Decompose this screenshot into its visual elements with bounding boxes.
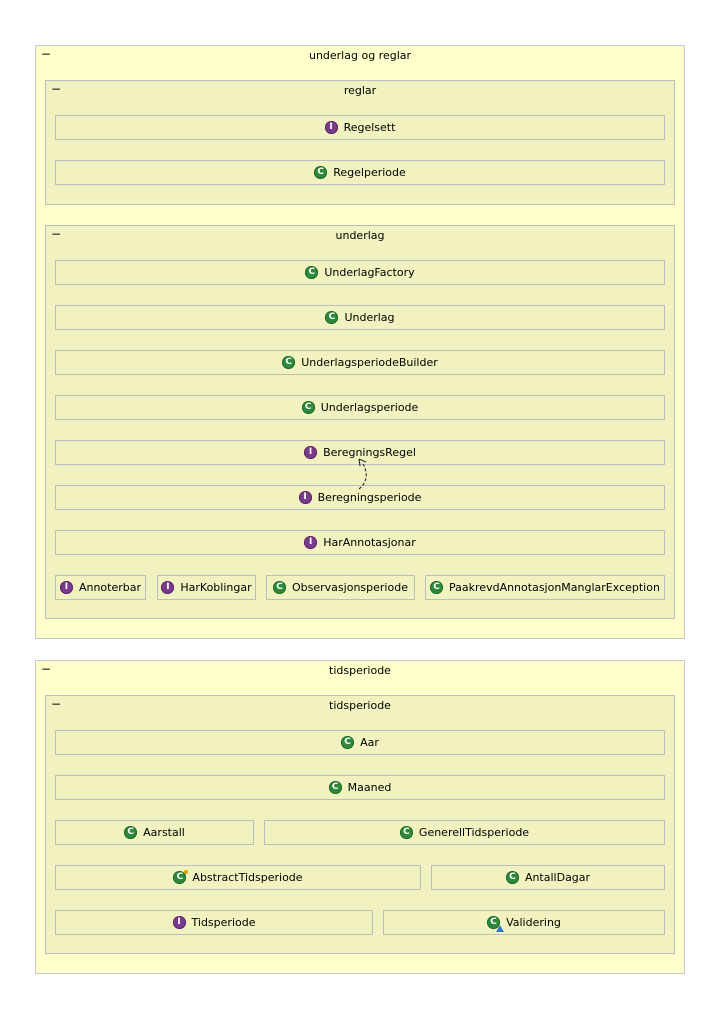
package-title: underlag og reglar xyxy=(308,49,412,62)
class-icon: C xyxy=(273,581,287,594)
class-node-observasjonsperiode[interactable]: C Observasjonsperiode xyxy=(266,575,415,600)
package-title: tidsperiode xyxy=(329,664,391,677)
interface-icon: I xyxy=(298,491,312,504)
class-name: Regelperiode xyxy=(333,166,406,179)
class-name: Tidsperiode xyxy=(191,916,256,929)
class-name: BeregningsRegel xyxy=(323,446,416,459)
package-title: underlag xyxy=(335,229,385,242)
class-node-underlagfactory[interactable]: C UnderlagFactory xyxy=(55,260,665,285)
static-marker-icon xyxy=(496,925,505,932)
collapse-toggle[interactable]: − xyxy=(51,227,62,241)
class-icon: C xyxy=(325,311,339,324)
class-node-validering[interactable]: C Validering xyxy=(383,910,665,935)
class-icon: C xyxy=(314,166,328,179)
class-name: AbstractTidsperiode xyxy=(192,871,303,884)
class-name: HarKoblingar xyxy=(180,581,252,594)
class-node-aarstall[interactable]: C Aarstall xyxy=(55,820,254,845)
interface-icon: I xyxy=(304,536,318,549)
interface-node-tidsperiode[interactable]: I Tidsperiode xyxy=(55,910,373,935)
collapse-toggle[interactable]: − xyxy=(51,82,62,96)
class-node-abstracttidsperiode[interactable]: C AbstractTidsperiode xyxy=(55,865,421,890)
class-name: AntallDagar xyxy=(524,871,591,884)
package-title: reglar xyxy=(343,84,377,97)
class-name: GenerellTidsperiode xyxy=(418,826,530,839)
package-title: tidsperiode xyxy=(329,699,391,712)
static-class-icon: C xyxy=(487,916,505,932)
package-reglar: − reglar xyxy=(45,80,675,205)
collapse-toggle[interactable]: − xyxy=(41,662,52,676)
interface-node-beregningsperiode[interactable]: I Beregningsperiode xyxy=(55,485,665,510)
interface-icon: I xyxy=(172,916,186,929)
collapse-toggle[interactable]: − xyxy=(41,47,52,61)
abstract-class-icon: C xyxy=(173,870,189,884)
class-name: Observasjonsperiode xyxy=(292,581,408,594)
class-icon: C xyxy=(305,266,319,279)
class-node-maaned[interactable]: C Maaned xyxy=(55,775,665,800)
class-name: Aarstall xyxy=(143,826,185,839)
collapse-toggle[interactable]: − xyxy=(51,697,62,711)
class-name: Underlag xyxy=(344,311,395,324)
interface-icon: I xyxy=(304,446,318,459)
class-icon: C xyxy=(505,871,519,884)
interface-node-annoterbar[interactable]: I Annoterbar xyxy=(55,575,146,600)
class-node-regelsett[interactable]: I Regelsett xyxy=(55,115,665,140)
class-name: Maaned xyxy=(347,781,392,794)
class-icon: C xyxy=(124,826,138,839)
class-icon: C xyxy=(430,581,444,594)
class-icon: C xyxy=(282,356,296,369)
class-name: Annoterbar xyxy=(78,581,142,594)
class-name: HarAnnotasjonar xyxy=(323,536,416,549)
interface-icon: I xyxy=(324,121,338,134)
class-name: UnderlagsperiodeBuilder xyxy=(301,356,438,369)
interface-icon: I xyxy=(59,581,73,594)
class-node-aar[interactable]: C Aar xyxy=(55,730,665,755)
class-name: Aar xyxy=(360,736,379,749)
class-icon: C xyxy=(341,736,355,749)
class-node-underlagsperiodebuilder[interactable]: C UnderlagsperiodeBuilder xyxy=(55,350,665,375)
class-name: PaakrevdAnnotasjonManglarException xyxy=(449,581,660,594)
class-icon: C xyxy=(399,826,413,839)
class-name: Beregningsperiode xyxy=(317,491,422,504)
class-name: UnderlagFactory xyxy=(324,266,415,279)
class-node-antalldagar[interactable]: C AntallDagar xyxy=(431,865,665,890)
interface-node-harannotasjonar[interactable]: I HarAnnotasjonar xyxy=(55,530,665,555)
interface-icon: I xyxy=(161,581,175,594)
class-node-underlagsperiode[interactable]: C Underlagsperiode xyxy=(55,395,665,420)
abstract-marker-icon xyxy=(184,870,189,874)
class-icon: C xyxy=(301,401,315,414)
interface-node-harkoblingar[interactable]: I HarKoblingar xyxy=(157,575,256,600)
class-node-underlag[interactable]: C Underlag xyxy=(55,305,665,330)
class-name: Underlagsperiode xyxy=(320,401,419,414)
class-name: Validering xyxy=(506,916,561,929)
class-node-paakrevdannotasjonmanglarexception[interactable]: C PaakrevdAnnotasjonManglarException xyxy=(425,575,665,600)
interface-node-beregningsregel[interactable]: I BeregningsRegel xyxy=(55,440,665,465)
class-icon: C xyxy=(328,781,342,794)
class-name: Regelsett xyxy=(343,121,396,134)
class-node-generelltidsperiode[interactable]: C GenerellTidsperiode xyxy=(264,820,665,845)
class-node-regelperiode[interactable]: C Regelperiode xyxy=(55,160,665,185)
